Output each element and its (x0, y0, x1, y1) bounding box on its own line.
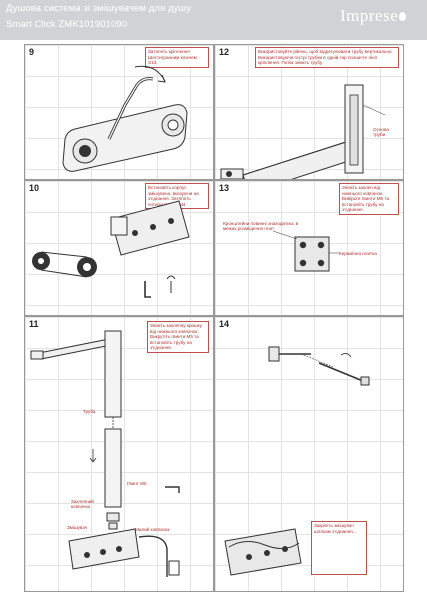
step-panel-14: 14 Закріпіть змішувач шляхом з'єднання..… (214, 316, 404, 592)
step-note: Зніміть заклепну кришку від нижнього ков… (147, 321, 209, 353)
label-mixer: Змішувач (67, 525, 88, 530)
label-pipe: Труба (83, 409, 96, 414)
document-title: Душова система зі змішувачем для душу (6, 3, 192, 14)
step-number: 13 (219, 183, 230, 193)
label-tube-base: Основа труби (373, 127, 389, 137)
step9-illustration (62, 65, 188, 172)
step14-illustration (224, 346, 370, 576)
step-note: Затягніть кріплення Шестигранним ключем … (145, 47, 209, 68)
brand-logo: Imprese (340, 6, 407, 26)
page-header: Душова система зі змішувачем для душу Sm… (0, 0, 427, 40)
step-panel-9: 9 Затягніть кріплення Шестигранним ключе… (24, 44, 214, 180)
step-note: Закріпіть змішувач шляхом з'єднання... (311, 521, 367, 575)
step12-illustration (220, 84, 386, 179)
step-note: Зніміть заклеп від нижнього ковпачок. Ви… (339, 183, 399, 215)
label-screw: Гвинт М5 (127, 481, 147, 486)
step-panel-10: 10 Встановіть корпус змішувача, вказуючи… (24, 180, 214, 316)
step-number: 11 (29, 319, 39, 329)
drop-icon (399, 12, 407, 21)
step10-illustration (32, 200, 190, 298)
step-panel-11: 11 Зніміть заклепну кришку від нижнього … (24, 316, 214, 592)
step13-illustration (272, 230, 339, 272)
step-panel-12: 12 Використовуйте рівень, щоб відрегулюв… (214, 44, 404, 180)
step-number: 14 (219, 319, 230, 329)
logo-text: Imprese (340, 6, 399, 25)
label-cap-bottom: Малий ковпачок (135, 527, 170, 532)
step-number: 12 (219, 47, 230, 57)
product-model: Smart Click ZMK101901090 (6, 19, 128, 30)
step11-illustration (30, 330, 180, 577)
step-number: 10 (29, 183, 40, 193)
step-number: 9 (29, 47, 35, 57)
step-panel-13: 13 Зніміть заклеп від нижнього ковпачок.… (214, 180, 404, 316)
label-bracket-position: Кронштейни повинні знаходитись в межах р… (223, 221, 299, 231)
label-cap-top: Заклепний ковпачок (71, 499, 94, 509)
step-note: Використовуйте рівень, щоб відрегулювати… (255, 47, 399, 68)
label-tile: Керамічна плитка (339, 251, 377, 256)
